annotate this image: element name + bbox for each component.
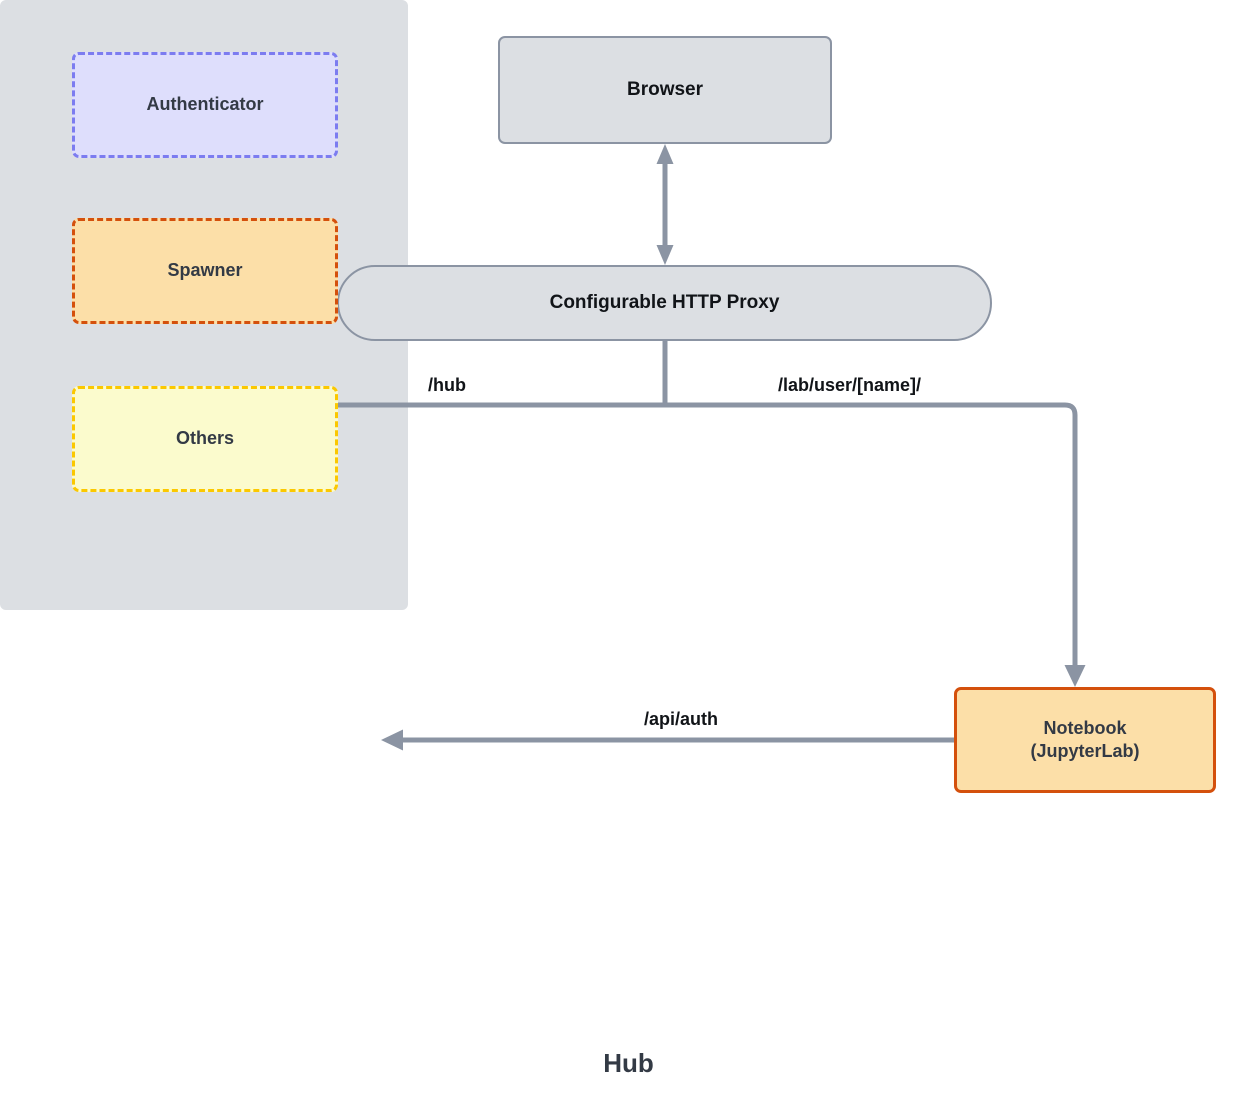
arrowhead-up xyxy=(656,144,674,164)
node-others[interactable]: Others xyxy=(72,386,338,492)
edge-label-api-auth: /api/auth xyxy=(640,708,723,731)
node-authenticator[interactable]: Authenticator xyxy=(72,52,338,158)
edge-proxy-notebook xyxy=(665,402,1086,687)
node-notebook[interactable]: Notebook (JupyterLab) xyxy=(954,687,1216,793)
arrowhead-down xyxy=(656,245,674,265)
node-spawner-label: Spawner xyxy=(167,260,243,281)
node-notebook-label-line2: (JupyterLab) xyxy=(1030,741,1140,761)
edge-label-lab-user-path: /lab/user/[name]/ xyxy=(774,374,926,397)
arrowhead-to-spawner xyxy=(381,729,403,751)
node-browser-label: Browser xyxy=(626,78,704,100)
node-proxy-label: Configurable HTTP Proxy xyxy=(549,291,780,313)
edge-browser-proxy xyxy=(656,144,674,265)
arrowhead-to-notebook xyxy=(1064,665,1086,687)
node-spawner[interactable]: Spawner xyxy=(72,218,338,324)
node-browser[interactable]: Browser xyxy=(498,36,832,144)
edge-label-hub-path: /hub xyxy=(424,374,470,397)
node-configurable-http-proxy[interactable]: Configurable HTTP Proxy xyxy=(337,265,992,341)
node-authenticator-label: Authenticator xyxy=(146,94,264,115)
edge-notebook-spawner xyxy=(381,729,954,751)
node-others-label: Others xyxy=(175,428,235,449)
node-hub-label: Hub xyxy=(603,1048,654,1078)
node-notebook-label-line1: Notebook xyxy=(1043,717,1127,738)
